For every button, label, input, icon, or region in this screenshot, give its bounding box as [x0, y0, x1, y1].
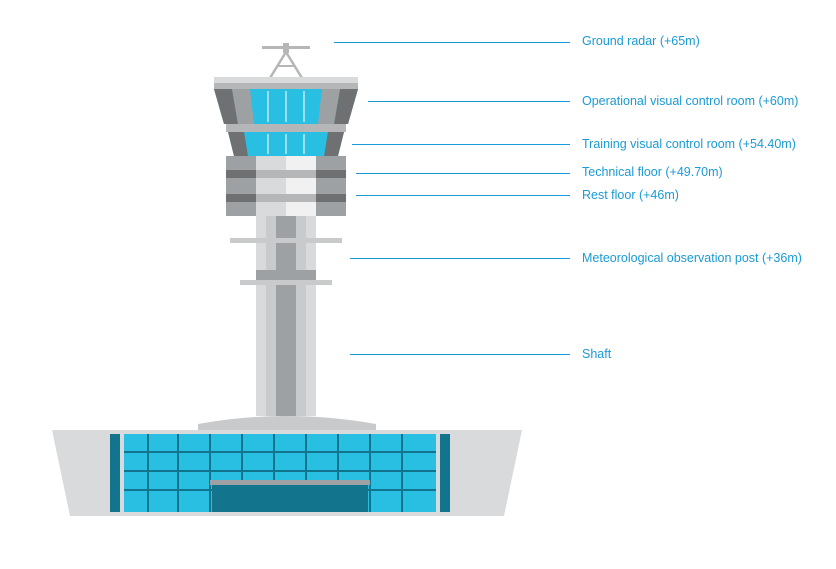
meteo-post-leader-line — [350, 258, 570, 259]
base-building — [52, 416, 522, 516]
operational-room-label: Operational visual control room (+60m) — [582, 94, 799, 108]
operational-room-leader-line — [368, 101, 570, 102]
ground-radar-icon — [262, 43, 310, 79]
shaft — [230, 216, 342, 416]
technical-floor-leader-line — [356, 173, 570, 174]
meteo-post-label: Meteorological observation post (+36m) — [582, 251, 802, 265]
operational-control-room — [214, 77, 358, 156]
ground-radar-label: Ground radar (+65m) — [582, 34, 700, 48]
technical-floor-label: Technical floor (+49.70m) — [582, 165, 723, 179]
training-room-leader-line — [352, 144, 570, 145]
rest-floor-label: Rest floor (+46m) — [582, 188, 679, 202]
shaft-label: Shaft — [582, 347, 612, 361]
rest-floor-leader-line — [356, 195, 570, 196]
training-room-label: Training visual control room (+54.40m) — [582, 137, 796, 151]
technical-rest-floors — [226, 156, 346, 216]
ground-radar-leader-line — [334, 42, 570, 43]
shaft-leader-line — [350, 354, 570, 355]
